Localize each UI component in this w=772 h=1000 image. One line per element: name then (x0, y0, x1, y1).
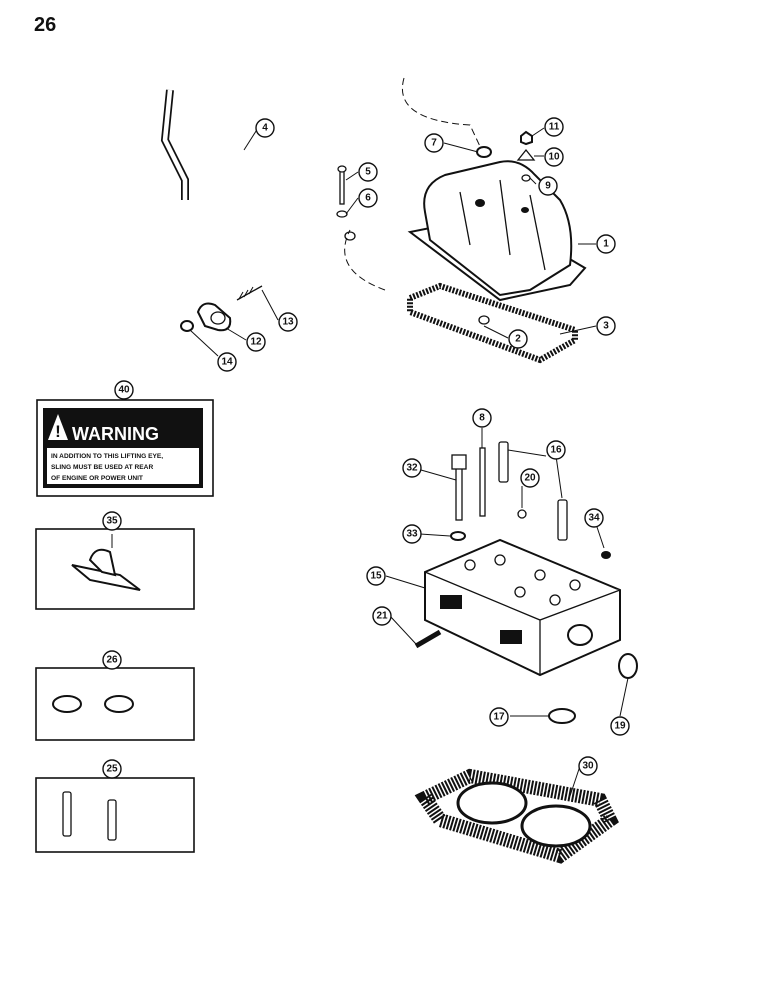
svg-text:!: ! (55, 422, 61, 441)
valve-cover (407, 160, 587, 302)
cylinder-head (424, 538, 621, 677)
callout-13: 13 (278, 312, 298, 332)
callout-1: 1 (596, 234, 616, 254)
svg-text:16: 16 (550, 445, 562, 456)
svg-text:40: 40 (118, 385, 130, 396)
callout-15: 15 (366, 566, 386, 586)
svg-text:13: 13 (282, 317, 294, 328)
svg-text:30: 30 (582, 761, 594, 772)
callout-9: 9 (538, 176, 558, 196)
callout-19: 19 (610, 716, 630, 736)
callout-2: 2 (508, 329, 528, 349)
warning-line-2: SLING MUST BE USED AT REAR (51, 464, 153, 471)
svg-text:8: 8 (479, 413, 485, 424)
callout-21: 21 (372, 606, 392, 626)
cone-washer (516, 148, 536, 161)
svg-text:21: 21 (376, 611, 388, 622)
callout-25: 25 (102, 759, 122, 779)
cover-nut (478, 315, 490, 325)
warning-line-1: IN ADDITION TO THIS LIFTING EYE, (51, 453, 163, 460)
stud (479, 447, 486, 517)
acorn-nut (520, 130, 533, 146)
svg-text:20: 20 (524, 473, 536, 484)
svg-text:14: 14 (221, 357, 233, 368)
svg-text:25: 25 (106, 764, 118, 775)
warning-line-3: OF ENGINE OR POWER UNIT (51, 475, 143, 482)
head-washer (450, 531, 466, 541)
callout-3: 3 (596, 316, 616, 336)
callout-26: 26 (102, 650, 122, 670)
callout-11: 11 (544, 117, 564, 137)
callout-32: 32 (402, 458, 422, 478)
svg-text:19: 19 (614, 721, 626, 732)
grommet (521, 174, 531, 182)
callout-30: 30 (578, 756, 598, 776)
callout-17: 17 (489, 707, 509, 727)
callout-40: 40 (114, 380, 134, 400)
inset-valve-guides (35, 777, 195, 853)
callout-7: 7 (424, 133, 444, 153)
svg-text:10: 10 (548, 152, 560, 163)
valve-guide-b (557, 499, 568, 541)
warning-heading: WARNING (72, 424, 159, 444)
svg-text:3: 3 (603, 321, 609, 332)
callout-35: 35 (102, 511, 122, 531)
cover-bolt (337, 165, 347, 205)
callout-10: 10 (544, 147, 564, 167)
leader-lines (111, 127, 629, 797)
callout-6: 6 (358, 188, 378, 208)
svg-text:32: 32 (406, 463, 418, 474)
svg-text:17: 17 (493, 712, 505, 723)
svg-text:11: 11 (549, 122, 560, 133)
head-bolt-cap (451, 454, 467, 470)
head-bolt (455, 463, 463, 521)
inset-lifting-bracket (35, 528, 195, 610)
svg-text:2: 2 (515, 334, 521, 345)
callout-33: 33 (402, 524, 422, 544)
svg-text:35: 35 (106, 516, 118, 527)
callout-14: 14 (217, 352, 237, 372)
callout-34: 34 (584, 508, 604, 528)
dowel-stud (414, 629, 442, 649)
seat-insert (548, 708, 576, 724)
svg-text:26: 26 (106, 655, 118, 666)
seal-washer (476, 146, 492, 158)
svg-text:6: 6 (365, 193, 371, 204)
callout-8: 8 (472, 408, 492, 428)
svg-text:15: 15 (370, 571, 382, 582)
svg-text:5: 5 (365, 167, 371, 178)
svg-text:34: 34 (588, 513, 600, 524)
callout-20: 20 (520, 468, 540, 488)
svg-text:4: 4 (262, 123, 268, 134)
valve-guide-a (498, 441, 509, 483)
head-gasket (414, 768, 619, 864)
clamp-nut (180, 320, 194, 332)
plug (517, 509, 527, 519)
svg-text:1: 1 (603, 239, 609, 250)
lifting-eye-tube (107, 66, 356, 308)
cap-plug (601, 551, 611, 559)
svg-text:12: 12 (250, 337, 262, 348)
hidden-line (344, 77, 485, 291)
svg-text:9: 9 (545, 181, 551, 192)
callout-5: 5 (358, 162, 378, 182)
expansion-plug (618, 653, 638, 679)
inset-valve-seats (35, 667, 195, 741)
svg-text:7: 7 (431, 138, 437, 149)
valve-cover-gasket (407, 282, 578, 364)
callout-4: 4 (255, 118, 275, 138)
callout-16: 16 (546, 440, 566, 460)
cover-washer (336, 210, 348, 218)
clamp-bolt (236, 285, 263, 301)
tube-clamp (196, 302, 232, 332)
warning-decal: ! WARNING IN ADDITION TO THIS LIFTING EY… (36, 399, 214, 497)
page-number: 26 (34, 14, 57, 36)
callout-12: 12 (246, 332, 266, 352)
svg-text:33: 33 (406, 529, 418, 540)
